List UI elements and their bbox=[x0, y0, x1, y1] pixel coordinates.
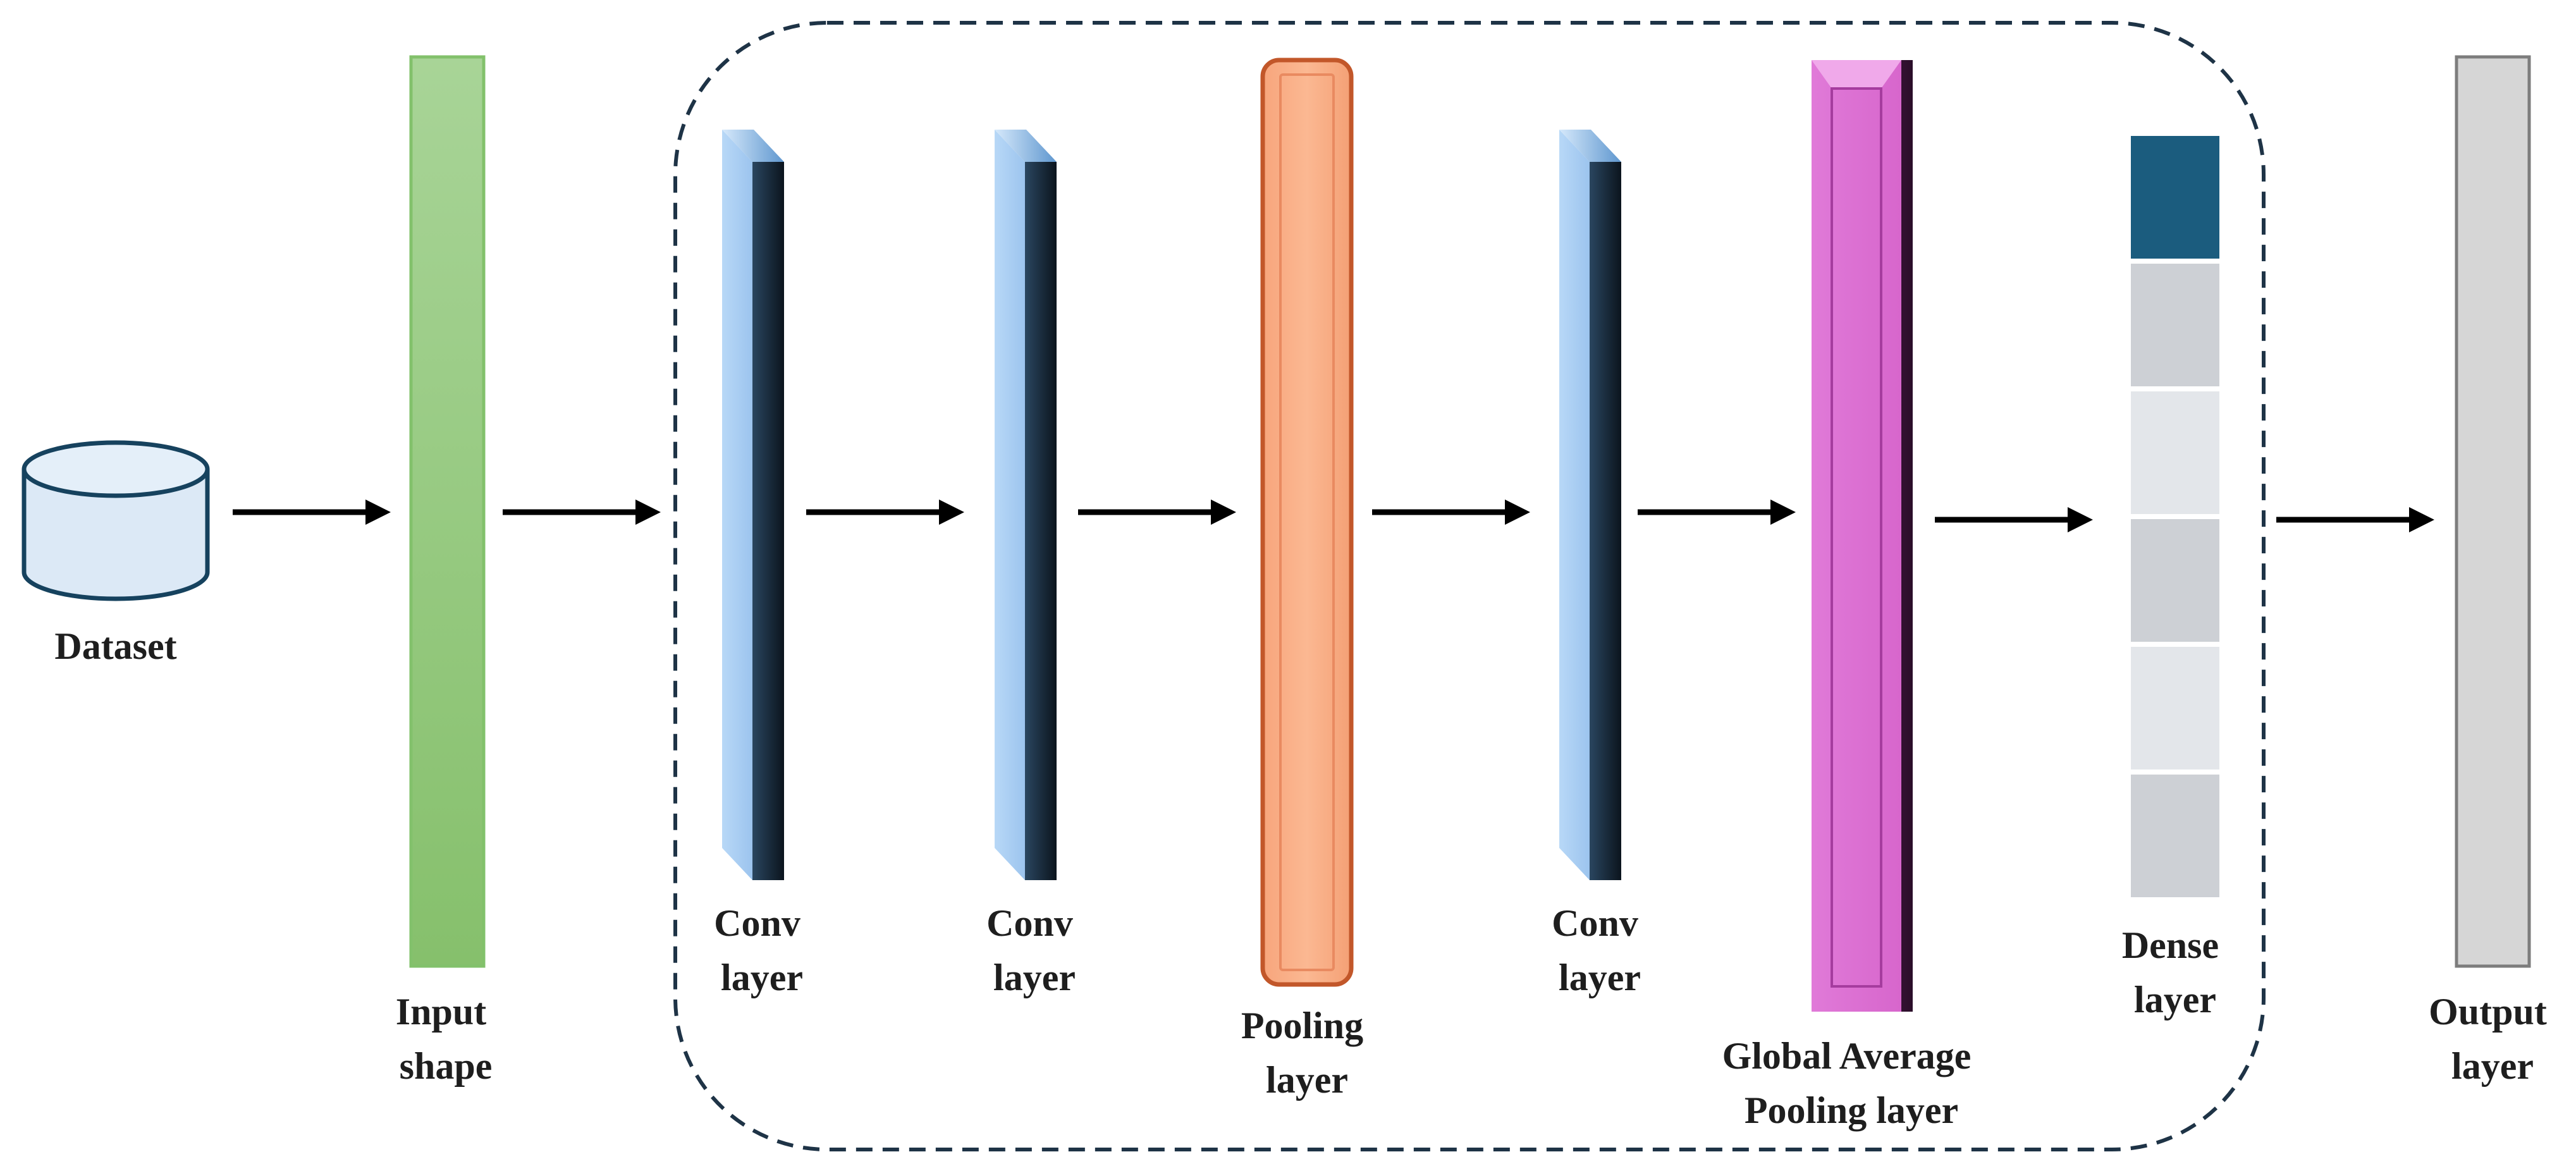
conv-layer-2-label: Conv layer bbox=[986, 902, 1083, 998]
arrow-gap-to-dense bbox=[1935, 507, 2093, 532]
dense-layer-cell bbox=[2131, 136, 2219, 259]
dense-layer-cell bbox=[2131, 775, 2219, 897]
dense-layer-cell bbox=[2131, 647, 2219, 769]
input-shape-label: Input shape bbox=[396, 991, 496, 1087]
conv-layer-3-side bbox=[1590, 162, 1621, 880]
dense-layer-node: Dense layer bbox=[2122, 136, 2228, 1021]
conv-layer-1-top bbox=[722, 130, 784, 162]
conv-layer-1-face bbox=[722, 130, 752, 880]
pooling-layer-block bbox=[1260, 58, 1354, 987]
conv-layer-2-face bbox=[995, 130, 1025, 880]
arrow-input-to-conv1 bbox=[503, 500, 661, 525]
dense-layer-cell bbox=[2131, 391, 2219, 514]
conv-layer-3-node: Conv layer bbox=[1552, 130, 1648, 998]
conv-layer-2-top bbox=[995, 130, 1057, 162]
dense-layer-cell bbox=[2131, 519, 2219, 642]
arrow-conv2-to-pooling bbox=[1078, 500, 1236, 525]
dataset-node: Dataset bbox=[21, 440, 210, 667]
conv-layer-3-face bbox=[1559, 130, 1590, 880]
arrow-dense-to-output bbox=[2276, 507, 2434, 532]
gap-layer-inner-bevel bbox=[1831, 87, 1882, 988]
arrow-conv3-to-gap bbox=[1638, 500, 1796, 525]
gap-layer-node: Global Average Pooling layer bbox=[1722, 60, 1981, 1131]
dense-layer-cell bbox=[2131, 264, 2219, 386]
pooling-layer-inner-bevel bbox=[1279, 73, 1335, 971]
dense-layer-cells bbox=[2131, 136, 2219, 897]
arrow-conv1-to-conv2 bbox=[806, 500, 964, 525]
database-icon bbox=[21, 440, 210, 601]
conv-layer-2-side bbox=[1025, 162, 1057, 880]
output-layer-block bbox=[2455, 55, 2531, 968]
pooling-layer-label: Pooling layer bbox=[1241, 1005, 1373, 1101]
output-layer-node: Output layer bbox=[2429, 55, 2556, 1087]
conv-layer-3-top bbox=[1559, 130, 1621, 162]
gap-layer-label: Global Average Pooling layer bbox=[1722, 1035, 1981, 1131]
gap-layer-block bbox=[1812, 60, 1901, 1012]
arrows bbox=[233, 500, 2434, 532]
conv-layer-1-node: Conv layer bbox=[714, 130, 810, 998]
conv-layer-1-label: Conv layer bbox=[714, 902, 810, 998]
conv-layer-3-label: Conv layer bbox=[1552, 902, 1648, 998]
dataset-label: Dataset bbox=[54, 625, 176, 667]
layer-group-border bbox=[673, 21, 2266, 1151]
gap-layer-top-bevel bbox=[1812, 60, 1901, 89]
dense-layer-label: Dense layer bbox=[2122, 924, 2228, 1021]
pooling-layer-node: Pooling layer bbox=[1241, 58, 1373, 1101]
conv-layer-1-side bbox=[752, 162, 784, 880]
input-shape-block bbox=[409, 55, 486, 968]
arrow-dataset-to-input bbox=[233, 500, 391, 525]
input-shape-node: Input shape bbox=[396, 55, 496, 1087]
conv-layer-2-node: Conv layer bbox=[986, 130, 1083, 998]
output-layer-label: Output layer bbox=[2429, 991, 2556, 1087]
arrow-pooling-to-conv3 bbox=[1372, 500, 1530, 525]
